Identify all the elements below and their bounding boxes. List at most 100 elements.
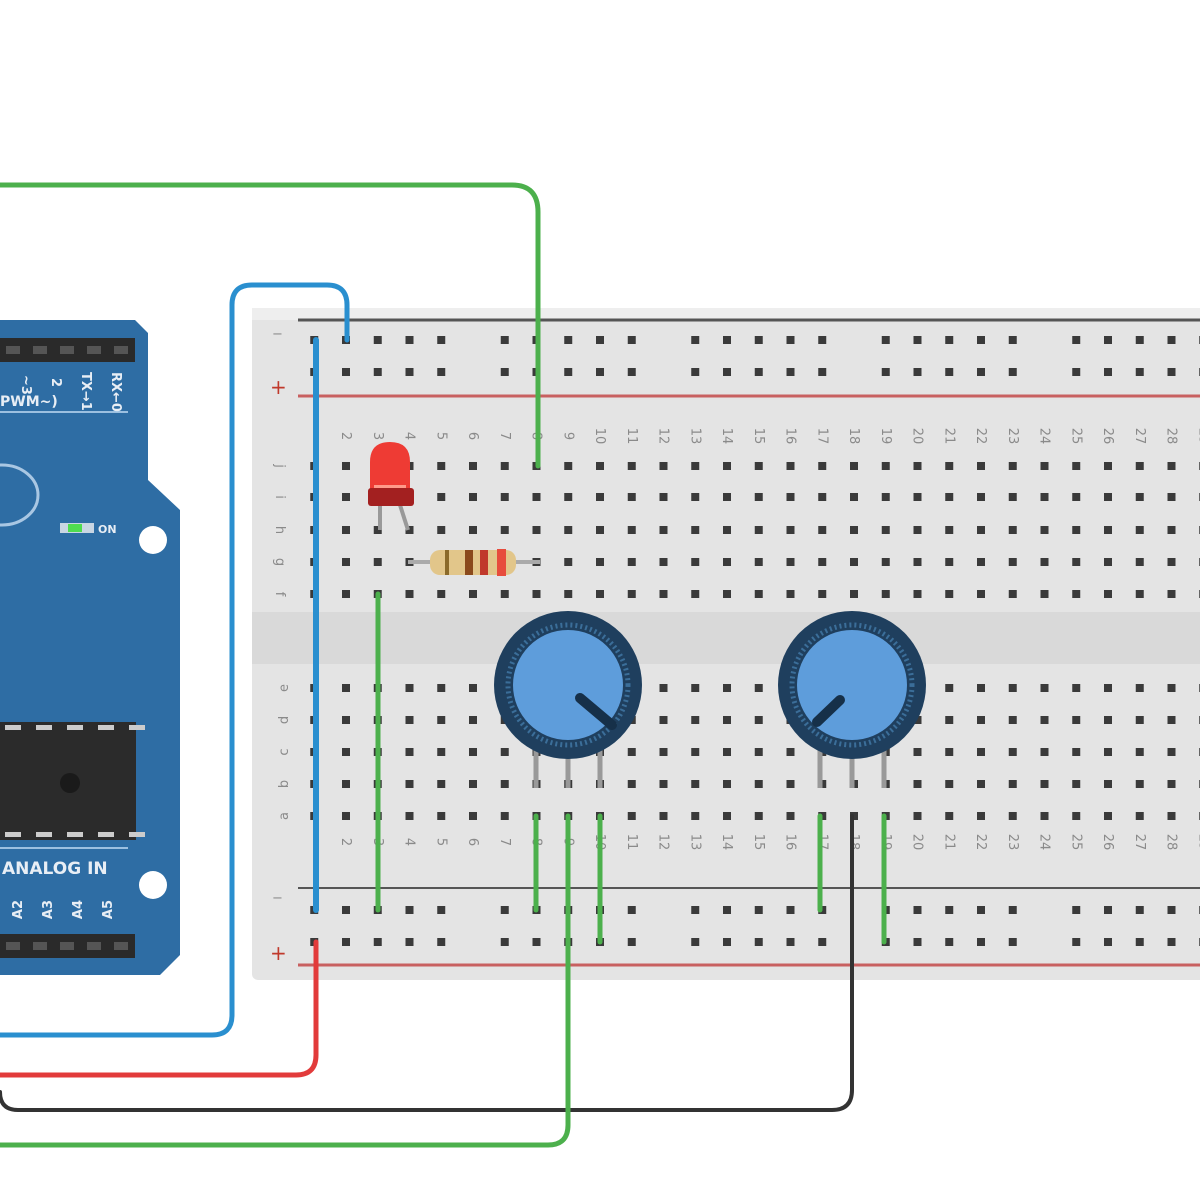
rail-hole[interactable] xyxy=(977,906,985,914)
breadboard-hole[interactable] xyxy=(1104,812,1112,820)
breadboard-hole[interactable] xyxy=(1072,748,1081,756)
breadboard-hole[interactable] xyxy=(691,590,700,598)
rail-hole[interactable] xyxy=(342,906,350,914)
breadboard-hole[interactable] xyxy=(469,812,477,820)
header-pin[interactable] xyxy=(6,346,20,354)
breadboard-hole[interactable] xyxy=(659,748,668,756)
breadboard-hole[interactable] xyxy=(500,780,509,788)
breadboard-hole[interactable] xyxy=(945,493,954,501)
breadboard-hole[interactable] xyxy=(691,684,700,692)
breadboard-hole[interactable] xyxy=(850,590,858,598)
breadboard-hole[interactable] xyxy=(881,462,890,470)
breadboard-hole[interactable] xyxy=(1040,462,1049,470)
breadboard-hole[interactable] xyxy=(1040,748,1049,756)
breadboard-hole[interactable] xyxy=(786,780,795,788)
breadboard-hole[interactable] xyxy=(818,558,827,566)
breadboard-hole[interactable] xyxy=(1104,590,1112,598)
rail-hole[interactable] xyxy=(405,938,414,946)
breadboard-hole[interactable] xyxy=(500,748,509,756)
potentiometer-2[interactable] xyxy=(778,611,926,788)
rail-hole[interactable] xyxy=(532,938,541,946)
rail-hole[interactable] xyxy=(818,336,827,344)
breadboard-hole[interactable] xyxy=(1104,716,1112,724)
rail-hole[interactable] xyxy=(1072,336,1081,344)
wire-green-bottom[interactable] xyxy=(0,813,571,1148)
resistor[interactable] xyxy=(408,549,540,576)
header-pin[interactable] xyxy=(114,346,128,354)
rail-hole[interactable] xyxy=(786,938,795,946)
breadboard-hole[interactable] xyxy=(532,590,541,598)
breadboard-hole[interactable] xyxy=(945,462,954,470)
breadboard-hole[interactable] xyxy=(596,462,604,470)
rail-hole[interactable] xyxy=(1104,368,1112,376)
breadboard-hole[interactable] xyxy=(754,493,763,501)
rail-hole[interactable] xyxy=(342,938,350,946)
header-pin[interactable] xyxy=(33,942,47,950)
breadboard-hole[interactable] xyxy=(1135,462,1144,470)
breadboard-hole[interactable] xyxy=(818,526,827,534)
rail-hole[interactable] xyxy=(627,336,636,344)
breadboard-hole[interactable] xyxy=(691,493,700,501)
rail-hole[interactable] xyxy=(437,906,446,914)
rail-hole[interactable] xyxy=(627,938,636,946)
rail-hole[interactable] xyxy=(913,938,922,946)
rail-hole[interactable] xyxy=(818,938,827,946)
rail-hole[interactable] xyxy=(1167,336,1176,344)
breadboard-hole[interactable] xyxy=(627,590,636,598)
rail-hole[interactable] xyxy=(1104,906,1112,914)
breadboard-hole[interactable] xyxy=(1135,748,1144,756)
breadboard-hole[interactable] xyxy=(500,462,509,470)
breadboard-hole[interactable] xyxy=(1040,526,1049,534)
breadboard-hole[interactable] xyxy=(786,812,795,820)
breadboard-hole[interactable] xyxy=(500,812,509,820)
rail-hole[interactable] xyxy=(1135,906,1144,914)
breadboard-hole[interactable] xyxy=(1072,716,1081,724)
breadboard-hole[interactable] xyxy=(1167,716,1176,724)
breadboard-hole[interactable] xyxy=(977,748,985,756)
breadboard-hole[interactable] xyxy=(342,590,350,598)
breadboard-hole[interactable] xyxy=(1135,590,1144,598)
breadboard-hole[interactable] xyxy=(532,526,541,534)
breadboard-hole[interactable] xyxy=(659,493,668,501)
rail-hole[interactable] xyxy=(786,906,795,914)
breadboard-hole[interactable] xyxy=(627,780,636,788)
breadboard-hole[interactable] xyxy=(469,590,477,598)
breadboard-hole[interactable] xyxy=(1072,462,1081,470)
breadboard-hole[interactable] xyxy=(945,780,954,788)
header-pin[interactable] xyxy=(114,942,128,950)
breadboard-hole[interactable] xyxy=(1135,493,1144,501)
breadboard-hole[interactable] xyxy=(1167,780,1176,788)
breadboard-hole[interactable] xyxy=(945,558,954,566)
breadboard-hole[interactable] xyxy=(627,558,636,566)
breadboard-hole[interactable] xyxy=(850,558,858,566)
breadboard-hole[interactable] xyxy=(1167,748,1176,756)
breadboard-hole[interactable] xyxy=(1008,684,1017,692)
rail-hole[interactable] xyxy=(1167,938,1176,946)
rail-hole[interactable] xyxy=(1008,336,1017,344)
breadboard-hole[interactable] xyxy=(469,684,477,692)
breadboard-hole[interactable] xyxy=(1104,462,1112,470)
breadboard-hole[interactable] xyxy=(532,493,541,501)
breadboard-hole[interactable] xyxy=(627,493,636,501)
breadboard-hole[interactable] xyxy=(437,493,446,501)
breadboard-hole[interactable] xyxy=(913,462,922,470)
breadboard-hole[interactable] xyxy=(564,558,573,566)
breadboard-hole[interactable] xyxy=(881,526,890,534)
breadboard-hole[interactable] xyxy=(754,590,763,598)
breadboard-hole[interactable] xyxy=(659,780,668,788)
breadboard-hole[interactable] xyxy=(437,462,446,470)
breadboard-hole[interactable] xyxy=(1167,462,1176,470)
breadboard-hole[interactable] xyxy=(881,558,890,566)
rail-hole[interactable] xyxy=(754,938,763,946)
breadboard-hole[interactable] xyxy=(373,558,382,566)
breadboard-hole[interactable] xyxy=(1072,590,1081,598)
breadboard-hole[interactable] xyxy=(913,748,922,756)
breadboard-hole[interactable] xyxy=(754,684,763,692)
breadboard-hole[interactable] xyxy=(1072,493,1081,501)
rail-hole[interactable] xyxy=(596,336,604,344)
breadboard-hole[interactable] xyxy=(786,493,795,501)
rail-hole[interactable] xyxy=(945,938,954,946)
breadboard-hole[interactable] xyxy=(1135,716,1144,724)
breadboard-hole[interactable] xyxy=(691,812,700,820)
breadboard-hole[interactable] xyxy=(405,526,414,534)
